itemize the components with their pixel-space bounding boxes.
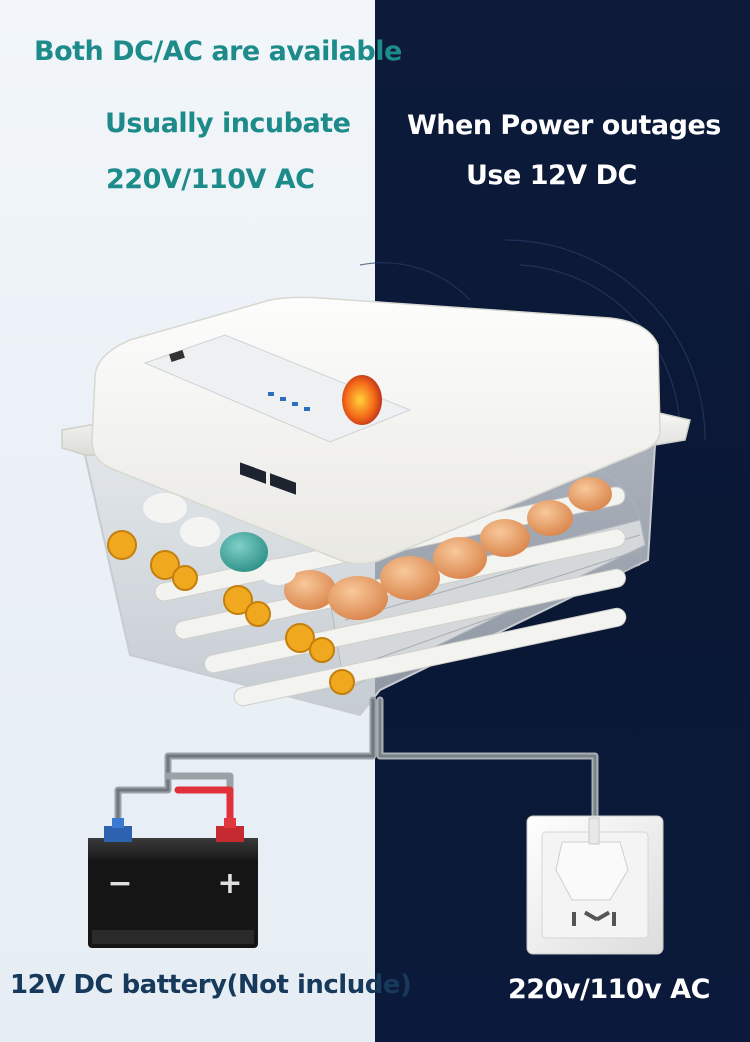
battery-icon: − +	[88, 818, 258, 948]
incubator-lid	[61, 296, 691, 565]
battery-minus-sign: −	[107, 866, 132, 901]
incubator-base	[83, 443, 657, 717]
battery-label: 12V DC battery(Not include)	[10, 970, 412, 1000]
battery-plus-sign: +	[217, 866, 242, 901]
socket-label: 220v/110v AC	[508, 974, 710, 1005]
headline-available: Both DC/AC are available	[34, 36, 402, 67]
power-wires	[114, 696, 599, 824]
right-caption-line2: Use 12V DC	[466, 160, 637, 191]
left-caption-line1: Usually incubate	[105, 108, 351, 139]
left-caption-line2: 220V/110V AC	[106, 164, 315, 195]
right-caption-line1: When Power outages	[407, 110, 721, 141]
wall-socket-icon	[526, 815, 664, 955]
